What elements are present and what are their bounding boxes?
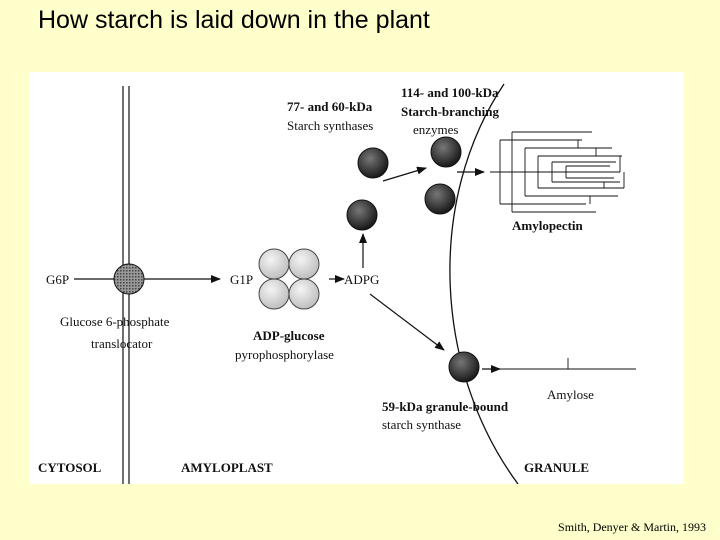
starch-synthases-label-line2: Starch synthases	[287, 118, 373, 133]
metabolite-g6p-label: G6P	[46, 272, 69, 287]
amylopectin-label: Amylopectin	[512, 218, 584, 233]
gbss-label-line1: 59-kDa granule-bound	[382, 399, 509, 414]
branching-enzymes-label-line1: 114- and 100-kDa	[401, 85, 499, 100]
compartment-granule-label: GRANULE	[524, 460, 589, 475]
translocator-label-line1: Glucose 6-phosphate	[60, 314, 170, 329]
pathway-diagram: G6P G1P ADPG Glucose 6-phosphate translo…	[38, 83, 636, 484]
metabolite-g1p-label: G1P	[230, 272, 253, 287]
branching-enzymes-label-line2: Starch-branching	[401, 104, 499, 119]
branching-enzyme-114kda-icon	[430, 136, 462, 168]
amylopectin-structure-icon	[490, 131, 625, 213]
slide-title: How starch is laid down in the plant	[38, 6, 430, 34]
arrow-adpg-to-gbss	[369, 293, 445, 351]
adp-glucose-pyrophosphorylase-icon	[258, 248, 320, 310]
citation: Smith, Denyer & Martin, 1993	[558, 520, 706, 534]
compartment-amyloplast-label: AMYLOPLAST	[181, 460, 273, 475]
starch-pathway-figure: G6P G1P ADPG Glucose 6-phosphate translo…	[30, 72, 684, 484]
metabolite-adpg-label: ADPG	[344, 272, 379, 287]
translocator-label-line2: translocator	[91, 336, 153, 351]
granule-bound-starch-synthase-icon	[448, 351, 480, 383]
adp-glucose-enzyme-label-line2: pyrophosphorylase	[235, 347, 334, 362]
branching-enzyme-100kda-icon	[424, 183, 456, 215]
adp-glucose-enzyme-label-line1: ADP-glucose	[253, 328, 325, 343]
amylose-structure-icon	[500, 358, 636, 370]
branching-enzymes-label-line3: enzymes	[413, 122, 458, 137]
compartment-cytosol-label: CYTOSOL	[38, 460, 102, 475]
starch-synthases-label-line1: 77- and 60-kDa	[287, 99, 373, 114]
arrow-synthase-to-branching	[382, 166, 427, 182]
translocator-icon	[113, 263, 145, 295]
starch-synthase-77kda-icon	[357, 147, 389, 179]
gbss-label-line2: starch synthase	[382, 417, 461, 432]
granule-boundary	[449, 83, 519, 484]
starch-synthase-60kda-icon	[346, 199, 378, 231]
amylose-label: Amylose	[547, 387, 594, 402]
